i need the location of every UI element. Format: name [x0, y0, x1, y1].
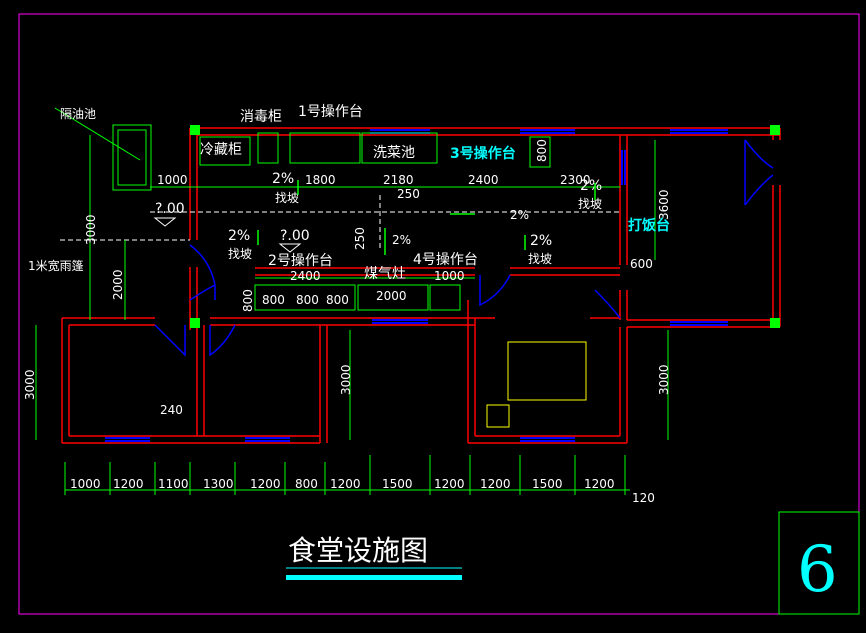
elevation-mark-1: ?.00	[155, 201, 185, 217]
dim-inner-10: 240	[160, 403, 183, 417]
dim-inner-12: 3000	[657, 364, 671, 395]
dim-left-2: 2000	[111, 269, 125, 300]
dim-bottom-11: 1500	[532, 477, 563, 491]
stove-fixtures	[486, 341, 587, 428]
dim-bottom-8: 1500	[382, 477, 413, 491]
equipment	[112, 124, 551, 311]
slope-label-4: 找坡	[528, 252, 552, 266]
dim-bottom-1: 1000	[70, 477, 101, 491]
dim-left-3: 3000	[23, 369, 37, 400]
dim-right-1: 3600	[657, 189, 671, 220]
dim-right-2: 600	[630, 257, 653, 271]
dim-bottom-2: 1200	[113, 477, 144, 491]
sheet-number: 6	[797, 533, 838, 607]
label-workbench-1: 1号操作台	[298, 104, 363, 120]
dim-top-2: 1800	[305, 173, 336, 187]
label-workbench-2: 2号操作台	[268, 253, 333, 269]
dim-inner-9: 800	[241, 289, 255, 312]
slope-pct-1: 2%	[272, 171, 294, 187]
slope-pct-6: 2%	[392, 233, 411, 247]
label-workbench-3: 3号操作台	[450, 145, 516, 162]
slope-label-3: 找坡	[228, 247, 252, 261]
dim-inner-5: 2000	[376, 289, 407, 303]
elevation-symbol-2	[278, 243, 302, 253]
label-disinfection-cabinet: 消毒柜	[240, 109, 282, 125]
dim-bottom-5: 1200	[250, 477, 281, 491]
slope-label-1: 找坡	[275, 191, 299, 205]
dim-bottom-12: 1200	[584, 477, 615, 491]
label-fridge: 冷藏柜	[200, 142, 242, 158]
dim-inner-6: 1000	[434, 269, 465, 283]
label-grease-trap: 隔油池	[60, 107, 96, 121]
sheet-border	[18, 13, 860, 615]
label-workbench-4: 4号操作台	[413, 252, 478, 268]
dimension-lines	[35, 107, 669, 491]
label-wash-sink: 洗菜池	[373, 145, 415, 161]
dim-inner-11: 3000	[339, 364, 353, 395]
dim-inner-4: 800	[326, 293, 349, 307]
dim-inner-7: 250	[353, 227, 367, 250]
dim-top-1: 1000	[157, 173, 188, 187]
label-serving-counter: 打饭台	[628, 217, 670, 234]
dim-top-4: 250	[397, 187, 420, 201]
slope-pct-2: 2%	[580, 178, 602, 194]
dim-top-3: 2180	[383, 173, 414, 187]
title-underline-thick	[286, 575, 462, 580]
elevation-mark-2: ?.00	[280, 228, 310, 244]
columns	[190, 125, 780, 328]
dim-bottom-10: 1200	[480, 477, 511, 491]
dim-bottom-7: 1200	[330, 477, 361, 491]
dim-inner-8: 800	[535, 139, 549, 162]
sheet-number-box	[778, 511, 860, 615]
label-canopy: 1米宽雨篷	[28, 258, 84, 273]
dim-inner-1: 2400	[290, 269, 321, 283]
dim-inner-3: 800	[296, 293, 319, 307]
dim-bottom-4: 1300	[203, 477, 234, 491]
slope-label-2: 找坡	[578, 197, 602, 211]
dim-bottom-9: 1200	[434, 477, 465, 491]
flow-arrows	[257, 180, 596, 255]
slope-pct-3: 2%	[228, 228, 250, 244]
dim-top-5: 2400	[468, 173, 499, 187]
walls	[61, 127, 781, 444]
label-gas-stove: 煤气灶	[364, 266, 406, 282]
drawing-title: 食堂设施图	[288, 534, 428, 567]
doors	[154, 139, 774, 357]
dim-bottom-6: 800	[295, 477, 318, 491]
dim-bottom-extra: 120	[632, 491, 655, 505]
slope-pct-5: 2%	[510, 208, 529, 222]
dim-left-1: 3000	[84, 214, 98, 245]
slope-pct-4: 2%	[530, 233, 552, 249]
dim-bottom-3: 1100	[158, 477, 189, 491]
windows	[105, 129, 728, 442]
dim-inner-2: 800	[262, 293, 285, 307]
dim-top-6: 2300	[560, 173, 591, 187]
elevation-symbol-1	[153, 217, 177, 227]
bottom-ticks	[64, 455, 626, 495]
